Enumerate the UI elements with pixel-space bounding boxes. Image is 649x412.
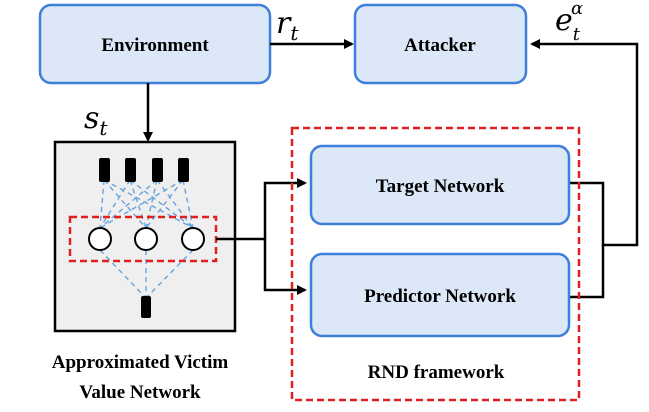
feature-to-predictor-arrow (263, 239, 307, 295)
attacker-label: Attacker (404, 35, 476, 56)
attacker-box: Attacker (353, 3, 528, 85)
input-node-3 (152, 158, 163, 182)
victim-network-panel (53, 140, 237, 333)
victim-caption-line2: Value Network (79, 382, 201, 403)
input-node-1 (99, 158, 110, 182)
predictor-network-label: Predictor Network (364, 286, 516, 307)
target-network-label: Target Network (376, 176, 505, 197)
predictor-output-line (570, 245, 605, 299)
rnd-framework-frame (290, 126, 581, 402)
target-network-box: Target Network (309, 144, 571, 226)
environment-label: Environment (101, 35, 209, 56)
state-label: st (84, 101, 108, 140)
hidden-node-2 (134, 227, 158, 251)
rnd-caption: RND framework (368, 362, 505, 383)
output-node (141, 296, 151, 318)
feature-to-target-arrow (216, 178, 307, 241)
victim-caption-line1: Approximated Victim (52, 352, 229, 373)
environment-box: Environment (38, 3, 272, 85)
error-feedback-arrow (530, 39, 639, 247)
hidden-node-3 (181, 227, 205, 251)
hidden-node-1 (88, 227, 112, 251)
error-label: etα (555, 0, 583, 45)
network-connections (99, 179, 194, 299)
reward-label: rt (276, 6, 299, 45)
predictor-network-box: Predictor Network (309, 252, 571, 338)
input-node-2 (125, 158, 136, 182)
input-node-4 (178, 158, 189, 182)
